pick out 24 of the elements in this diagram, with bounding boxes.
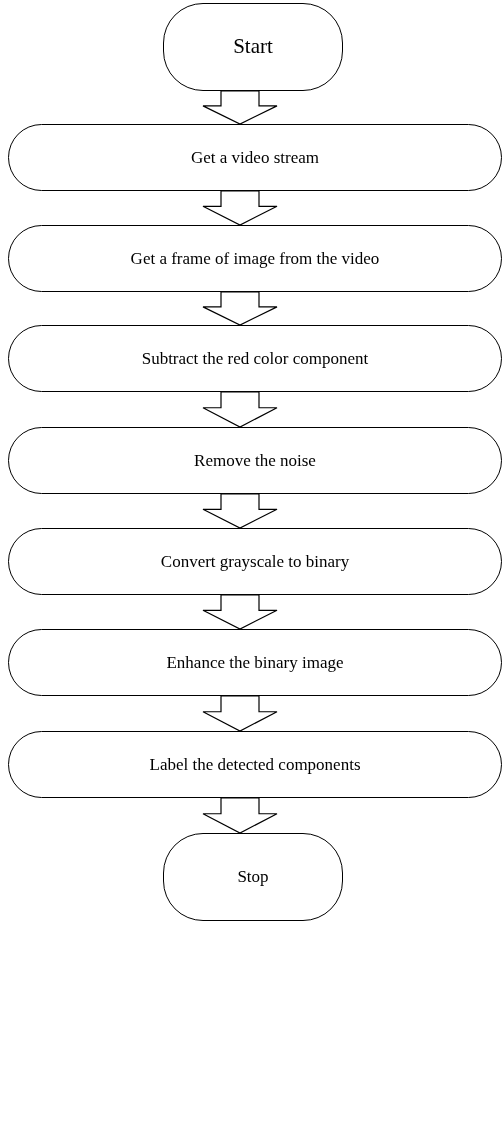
process-terminal: [8, 325, 502, 392]
hollow-arrow: [202, 695, 278, 732]
node-label: Start: [233, 33, 273, 61]
process-terminal: [8, 124, 502, 191]
hollow-arrow: [202, 90, 278, 125]
process-terminal: [8, 731, 502, 798]
hollow-arrow: [202, 291, 278, 326]
node-label: Enhance the binary image: [166, 651, 344, 674]
hollow-arrow: [202, 594, 278, 630]
hollow-arrow: [202, 190, 278, 226]
node-label: Label the detected components: [149, 753, 361, 776]
process-terminal: [8, 629, 502, 696]
node-label: Get a video stream: [191, 146, 319, 169]
node-label: Stop: [237, 866, 269, 889]
node-label: Convert grayscale to binary: [160, 550, 350, 573]
hollow-arrow: [202, 391, 278, 428]
node-label: Remove the noise: [194, 449, 316, 472]
hollow-arrow: [202, 797, 278, 834]
process-terminal: [8, 225, 502, 292]
node-label: Subtract the red color component: [141, 347, 369, 370]
process-terminal: [8, 528, 502, 595]
process-terminal: [8, 427, 502, 494]
hollow-arrow: [202, 493, 278, 529]
node-label: Get a frame of image from the video: [130, 247, 380, 270]
